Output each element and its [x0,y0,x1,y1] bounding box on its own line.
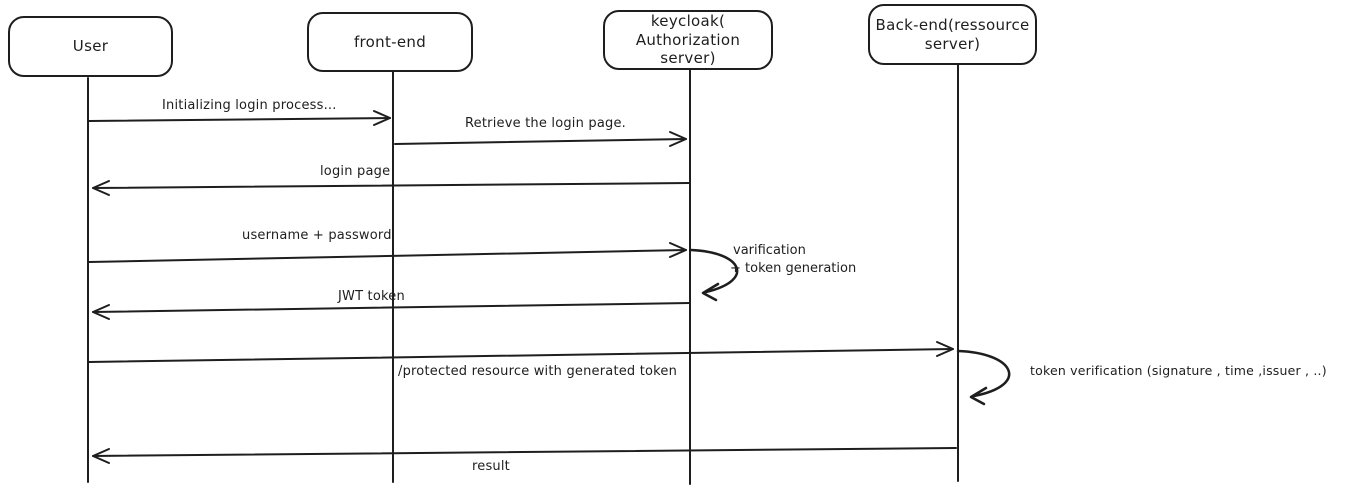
message-label-username-password: username + password [242,228,392,243]
actor-back-end-label: Back-end(ressource server) [875,15,1030,53]
message-label-jwt-token: JWT token [338,289,405,304]
loop-label-backend-token-verification: token verification (signature , time ,is… [1030,363,1327,378]
actor-keycloak-label: keycloak( Authorization server) [635,11,741,68]
loop-label-keycloak-verification: varification + token generation [730,243,857,276]
arrow-login-page [92,180,690,196]
self-loop-backend-token-verification [956,349,1011,406]
actor-front-end-label: front-end [353,32,427,51]
message-label-protected-resource: /protected resource with generated token [398,364,678,379]
message-label-login-page: login page [320,164,391,179]
arrow-username-password [88,242,687,263]
message-label-result: result [472,459,510,474]
actor-box-front-end: front-end [307,12,473,72]
message-label-initializing-login: Initializing login process... [162,98,337,113]
arrow-protected-resource [88,341,954,363]
arrow-retrieve-login-page [394,131,687,147]
actor-user-label: User [72,37,109,56]
arrow-initializing-login [88,110,391,126]
self-loop-keycloak-verification [689,248,739,302]
arrow-jwt-token [92,302,691,320]
actor-box-keycloak: keycloak( Authorization server) [603,10,773,70]
message-label-retrieve-login-page: Retrieve the login page. [465,116,626,131]
actor-box-user: User [8,16,173,77]
arrow-result [92,447,957,464]
actor-box-back-end: Back-end(ressource server) [868,4,1037,65]
